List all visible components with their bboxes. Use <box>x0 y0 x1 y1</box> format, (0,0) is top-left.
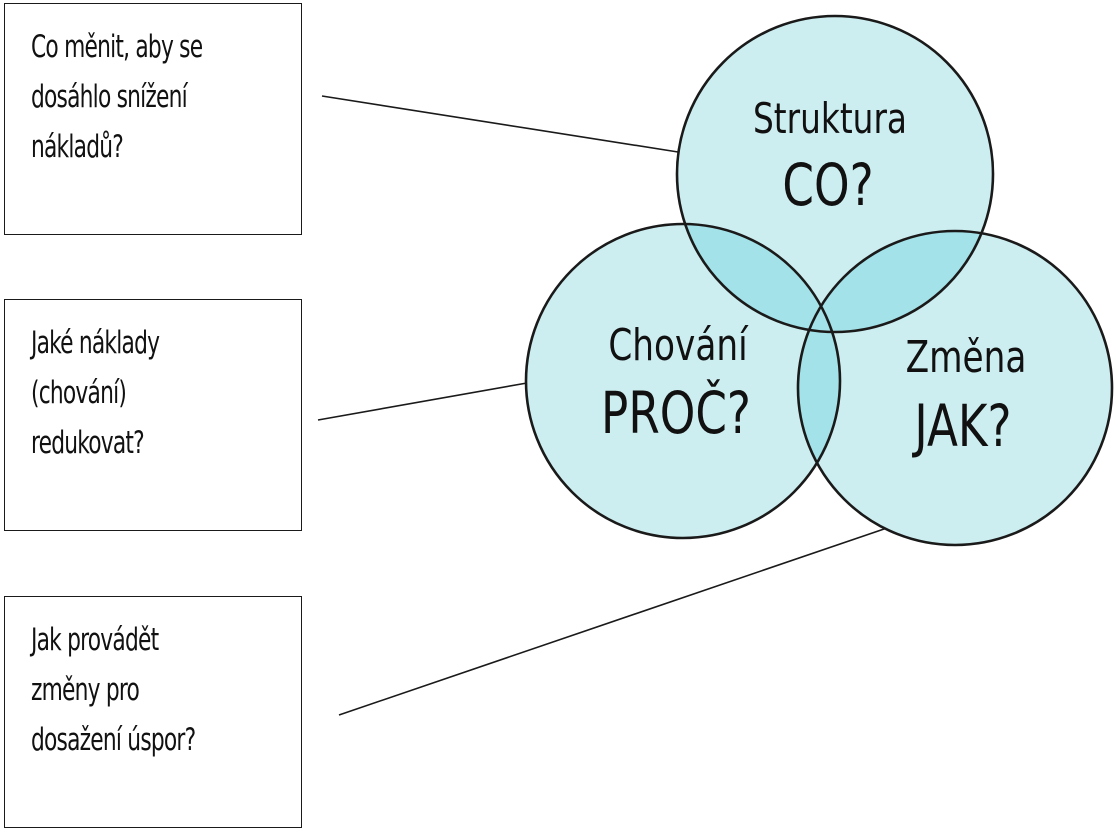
question-box-structure: Co měnit, aby se dosáhlo snížení nákladů… <box>4 3 302 235</box>
circle-behavior-question: PROČ? <box>601 378 751 447</box>
question-text-structure: Co měnit, aby se dosáhlo snížení nákladů… <box>31 29 203 165</box>
overlap-structure-change <box>798 231 993 332</box>
connector-line-change <box>338 527 888 716</box>
circle-structure-title: Struktura <box>753 94 907 143</box>
overlap-structure-behavior <box>677 224 840 332</box>
circle-behavior-outline <box>524 222 842 540</box>
circle-change-question: JAK? <box>912 394 1012 461</box>
question-box-behavior: Jaké náklady (chování) redukovat? <box>4 299 302 531</box>
circle-change-title: Změna <box>906 332 1027 383</box>
circle-behavior-title: Chování <box>608 320 748 371</box>
question-box-change: Jak provádět změny pro dosažení úspor? <box>4 596 302 828</box>
connector-line-behavior <box>317 382 528 421</box>
question-text-change: Jak provádět změny pro dosažení úspor? <box>31 622 196 758</box>
circle-change-outline <box>796 229 1114 547</box>
connector-line-structure <box>321 95 679 153</box>
circle-structure-outline <box>675 14 995 334</box>
circle-structure-question: CO? <box>782 153 873 220</box>
question-text-behavior: Jaké náklady (chování) redukovat? <box>31 325 160 461</box>
